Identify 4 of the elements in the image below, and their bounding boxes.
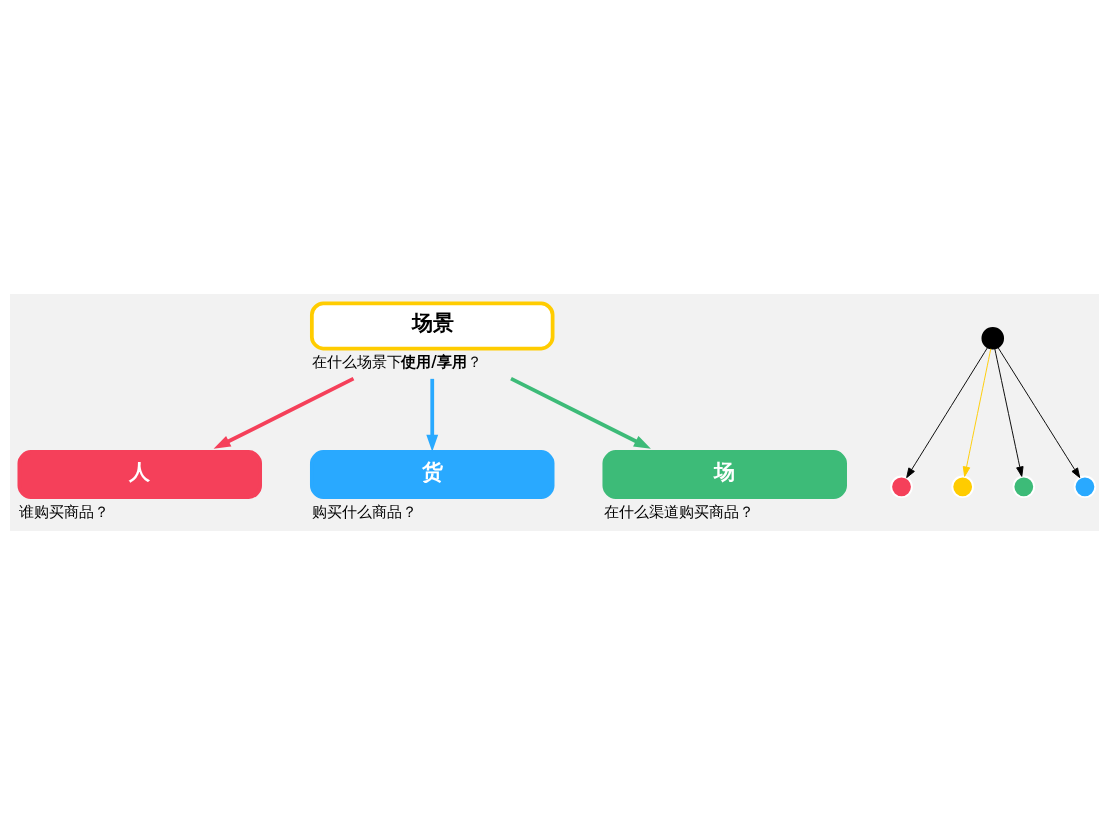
node-label: 在什么场景下使用/享用？ xyxy=(311,353,483,372)
node-label: 谁购买商品？ xyxy=(19,502,110,521)
node-label: 在什么渠道购买商品？ xyxy=(604,502,755,521)
node-label: 购买什么商品？ xyxy=(311,502,417,521)
